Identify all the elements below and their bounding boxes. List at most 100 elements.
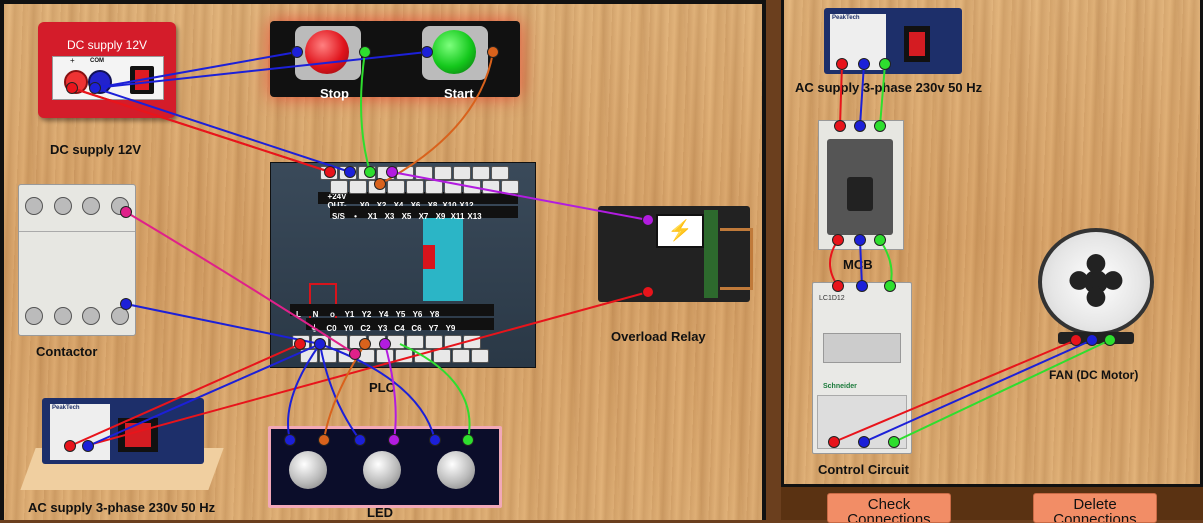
connection-point[interactable] — [421, 46, 433, 58]
connection-point[interactable] — [874, 120, 886, 132]
wire-blue[interactable] — [94, 87, 351, 173]
wire-blue[interactable] — [94, 51, 428, 89]
connection-point[interactable] — [884, 280, 896, 292]
contactor-terminal[interactable] — [53, 197, 72, 215]
connection-point[interactable] — [291, 46, 303, 58]
plc-terminal[interactable] — [425, 335, 443, 349]
contactor-terminal[interactable] — [25, 307, 43, 325]
connection-point[interactable] — [359, 338, 371, 350]
contactor-terminal[interactable] — [25, 197, 43, 215]
led-lamp-2[interactable] — [363, 451, 401, 489]
connection-point[interactable] — [388, 434, 400, 446]
plc-terminal[interactable] — [472, 166, 490, 180]
connection-point[interactable] — [82, 440, 94, 452]
plc-terminal[interactable] — [349, 180, 367, 194]
connection-point[interactable] — [888, 436, 900, 448]
contactor-terminal[interactable] — [82, 307, 101, 325]
contactor-device[interactable] — [18, 184, 136, 336]
wire-blue[interactable] — [125, 303, 321, 345]
wire-pink[interactable] — [125, 211, 356, 355]
plc-terminal[interactable] — [330, 180, 348, 194]
connection-point[interactable] — [832, 234, 844, 246]
control-circuit-device[interactable]: LC1D12 Schneider — [812, 282, 912, 454]
connection-point[interactable] — [836, 58, 848, 70]
connection-point[interactable] — [386, 166, 398, 178]
connection-point[interactable] — [318, 434, 330, 446]
connection-point[interactable] — [324, 166, 336, 178]
connection-point[interactable] — [1070, 334, 1082, 346]
connection-point[interactable] — [354, 434, 366, 446]
connection-point[interactable] — [314, 338, 326, 350]
plc-terminal[interactable] — [433, 349, 451, 363]
led-lamp-3[interactable] — [437, 451, 475, 489]
plc-terminal[interactable] — [491, 166, 509, 180]
connection-point[interactable] — [120, 206, 132, 218]
contactor-terminal[interactable] — [110, 307, 129, 325]
connection-point[interactable] — [429, 434, 441, 446]
wire-blue[interactable] — [319, 343, 361, 441]
start-button[interactable] — [422, 26, 488, 80]
contactor-terminal[interactable] — [53, 307, 72, 325]
connection-point[interactable] — [374, 178, 386, 190]
connection-point[interactable] — [344, 166, 356, 178]
connection-point[interactable] — [642, 214, 654, 226]
plc-terminal[interactable] — [434, 166, 452, 180]
connection-point[interactable] — [487, 46, 499, 58]
wire-green[interactable] — [360, 51, 371, 173]
wire-red[interactable] — [833, 339, 1077, 443]
wire-green[interactable] — [399, 343, 471, 441]
wire-blue[interactable] — [859, 239, 863, 287]
ac-supply-power-switch[interactable] — [904, 26, 930, 62]
check-connections-button[interactable]: Check Connections — [827, 493, 951, 523]
connection-point[interactable] — [89, 82, 101, 94]
plc-terminal[interactable] — [471, 349, 489, 363]
connection-point[interactable] — [1086, 334, 1098, 346]
wire-purple[interactable] — [384, 343, 397, 441]
wire-blue[interactable] — [319, 343, 436, 441]
plc-terminal[interactable] — [452, 349, 470, 363]
wire-red[interactable] — [84, 291, 649, 447]
connection-point[interactable] — [379, 338, 391, 350]
fan-device[interactable]: ✤ — [1034, 228, 1158, 352]
wire-blue[interactable] — [287, 343, 321, 441]
wire-orange[interactable] — [379, 51, 494, 185]
wire-green[interactable] — [879, 63, 886, 127]
connection-point[interactable] — [879, 58, 891, 70]
wire-blue[interactable] — [87, 343, 321, 447]
wire-green[interactable] — [893, 339, 1111, 443]
connection-point[interactable] — [284, 434, 296, 446]
mcb-toggle[interactable] — [847, 177, 873, 211]
wire-red[interactable] — [71, 87, 331, 173]
connection-point[interactable] — [828, 436, 840, 448]
connection-point[interactable] — [874, 234, 886, 246]
mcb-device[interactable] — [818, 120, 904, 250]
connection-point[interactable] — [359, 46, 371, 58]
wire-blue[interactable] — [859, 63, 865, 127]
contactor-terminal[interactable] — [82, 197, 101, 215]
plc-terminal[interactable] — [406, 180, 424, 194]
connection-point[interactable] — [642, 286, 654, 298]
plc-terminal[interactable] — [387, 180, 405, 194]
led-lamp-1[interactable] — [289, 451, 327, 489]
connection-point[interactable] — [854, 234, 866, 246]
connection-point[interactable] — [854, 120, 866, 132]
connection-point[interactable] — [858, 58, 870, 70]
connection-point[interactable] — [856, 280, 868, 292]
plc-terminal[interactable] — [453, 166, 471, 180]
connection-point[interactable] — [294, 338, 306, 350]
connection-point[interactable] — [832, 280, 844, 292]
connection-point[interactable] — [462, 434, 474, 446]
overload-relay-device[interactable]: ⚡ — [598, 206, 753, 302]
wire-blue[interactable] — [94, 51, 298, 89]
connection-point[interactable] — [66, 82, 78, 94]
wire-red[interactable] — [69, 343, 301, 447]
connection-point[interactable] — [349, 348, 361, 360]
dc-power-switch[interactable] — [130, 66, 154, 94]
connection-point[interactable] — [858, 436, 870, 448]
wire-purple[interactable] — [391, 171, 649, 221]
connection-point[interactable] — [364, 166, 376, 178]
stop-button[interactable] — [295, 26, 361, 80]
connection-point[interactable] — [1104, 334, 1116, 346]
delete-connections-button[interactable]: Delete Connections — [1033, 493, 1157, 523]
connection-point[interactable] — [120, 298, 132, 310]
